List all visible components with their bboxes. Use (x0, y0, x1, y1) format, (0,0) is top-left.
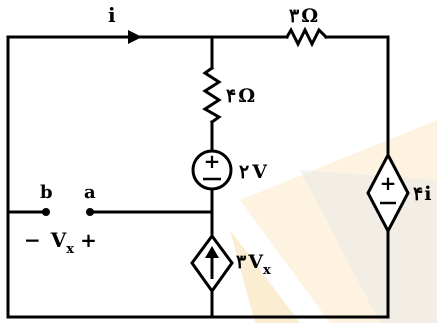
current-label: i (108, 3, 116, 27)
dep-current-arrow-head (205, 246, 219, 258)
watermark-shape-gray (300, 170, 437, 323)
resistor-4ohm (202, 65, 222, 125)
voltage-source-circle (191, 149, 233, 191)
watermark-shape-mid (230, 230, 300, 323)
dep-voltage-diamond (366, 151, 410, 235)
wire-top-right (324, 35, 390, 157)
watermark (230, 120, 437, 323)
dependent-voltage-source: + (366, 151, 410, 235)
dep-voltage-plus: + (380, 171, 397, 195)
current-arrow (128, 30, 142, 44)
dep-voltage-label: ۴i (413, 183, 431, 205)
resistor-3ohm (284, 26, 329, 48)
terminal-a-dot (86, 208, 94, 216)
terminal-a-label: a (84, 182, 96, 203)
terminal-b-label: b (40, 182, 53, 203)
terminal-b-dot (42, 208, 50, 216)
vx-label: −Vx+ (24, 228, 97, 257)
wire-outer (6, 35, 390, 319)
vsource-plus: + (204, 149, 221, 173)
dependent-current-source (190, 233, 234, 294)
voltage-source-2v: + (191, 149, 233, 191)
wires (6, 35, 390, 319)
